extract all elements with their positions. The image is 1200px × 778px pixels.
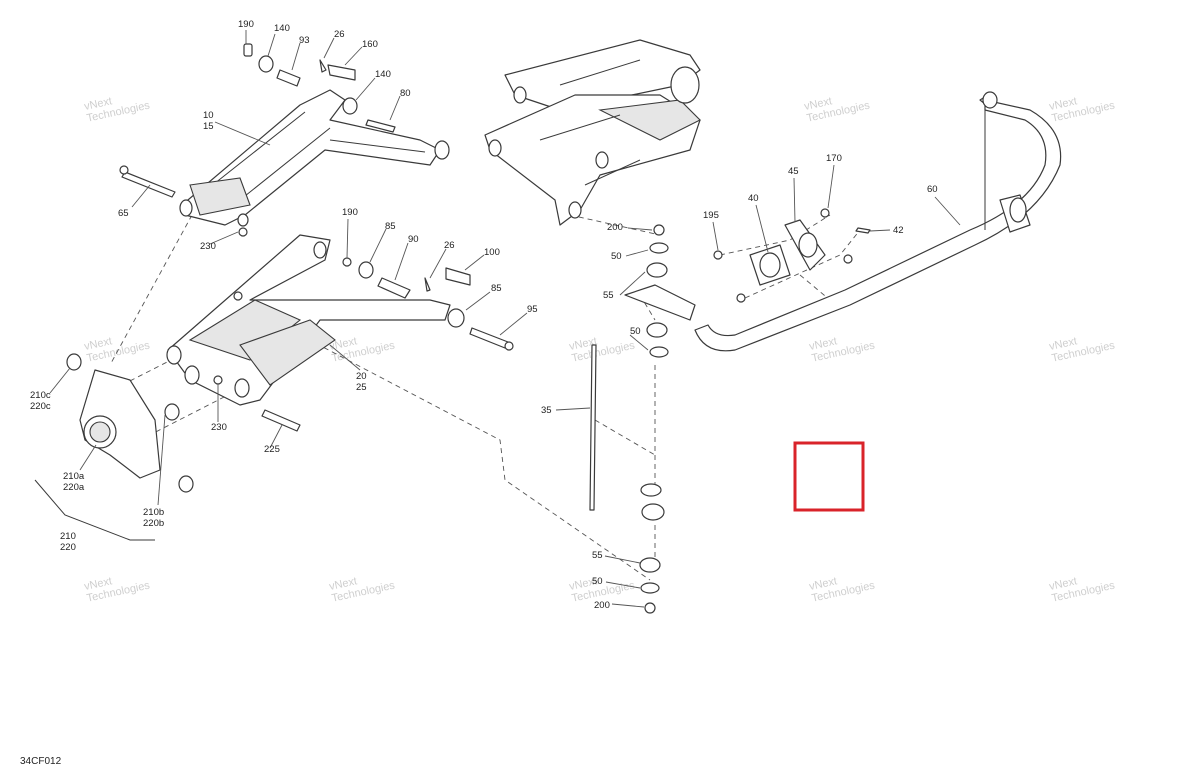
callout-195: 195 <box>703 210 719 221</box>
watermark-line-1: vNext <box>803 95 833 113</box>
callout-210: 210 <box>60 531 76 542</box>
callout-50-b: 50 <box>630 326 641 337</box>
watermark-line-1: vNext <box>1048 95 1078 113</box>
callout-50-c: 50 <box>592 576 603 587</box>
upper-a-arm <box>179 89 450 227</box>
callout-25: 25 <box>356 382 367 393</box>
watermark-line-1: vNext <box>83 575 113 593</box>
callout-225: 225 <box>264 444 280 455</box>
sway-bar-link <box>589 224 696 614</box>
callout-40: 40 <box>748 193 759 204</box>
callout-20: 20 <box>356 371 367 382</box>
watermark-line-1: vNext <box>568 575 598 593</box>
callout-220b: 220b <box>143 518 164 529</box>
highlight-box <box>793 441 865 512</box>
callout-60: 60 <box>927 184 938 195</box>
watermark-line-1: vNext <box>1048 575 1078 593</box>
callout-160: 160 <box>362 39 378 50</box>
diagram-code: 34CF012 <box>20 756 62 767</box>
callout-15: 15 <box>203 121 214 132</box>
watermark-line-1: vNext <box>83 95 113 113</box>
callout-26-b: 26 <box>444 240 455 251</box>
watermark-line-1: vNext <box>1048 335 1078 353</box>
callout-65: 65 <box>118 208 129 219</box>
callout-50: 50 <box>611 251 622 262</box>
callout-85: 85 <box>385 221 396 232</box>
callout-190: 190 <box>238 19 254 30</box>
watermark-line-1: vNext <box>808 335 838 353</box>
sway-bar <box>694 91 1062 352</box>
callout-35: 35 <box>541 405 552 416</box>
watermark-line-1: vNext <box>83 335 113 353</box>
callout-210b: 210b <box>143 507 164 518</box>
watermark-line-1: vNext <box>328 335 358 353</box>
complete-assembly-view <box>484 39 701 226</box>
callout-90: 90 <box>408 234 419 245</box>
callout-93: 93 <box>299 35 310 46</box>
lower-a-arm <box>166 234 451 406</box>
callout-200: 200 <box>607 222 623 233</box>
callout-85-b: 85 <box>491 283 502 294</box>
callout-80: 80 <box>400 88 411 99</box>
callout-230-b: 230 <box>211 422 227 433</box>
callout-100: 100 <box>484 247 500 258</box>
callout-220a: 220a <box>63 482 85 493</box>
callout-55: 55 <box>603 290 614 301</box>
callout-220c: 220c <box>30 401 51 412</box>
watermark-line-1: vNext <box>328 575 358 593</box>
knuckle-assembly <box>34 353 194 541</box>
assembly-dashed-lines <box>109 214 861 581</box>
callout-230: 230 <box>200 241 216 252</box>
sway-bar-bushing-clamp <box>713 208 871 303</box>
upper-arm-hardware <box>119 43 396 237</box>
watermark-line-1: vNext <box>568 335 598 353</box>
callout-95: 95 <box>527 304 538 315</box>
callout-55-b: 55 <box>592 550 603 561</box>
callout-190-b: 190 <box>342 207 358 218</box>
callout-200-b: 200 <box>594 600 610 611</box>
leader-lines <box>49 30 961 608</box>
part-labels: 190 140 93 26 160 140 80 10 15 65 230 19… <box>30 19 938 611</box>
callout-210a: 210a <box>63 471 85 482</box>
lower-arm-hardware <box>213 257 514 432</box>
callout-140-b: 140 <box>375 69 391 80</box>
callout-140: 140 <box>274 23 290 34</box>
callout-26: 26 <box>334 29 345 40</box>
callout-210c: 210c <box>30 390 51 401</box>
callout-170: 170 <box>826 153 842 164</box>
callout-45: 45 <box>788 166 799 177</box>
callout-10: 10 <box>203 110 214 121</box>
callout-220: 220 <box>60 542 76 553</box>
callout-42: 42 <box>893 225 904 236</box>
watermark-line-1: vNext <box>808 575 838 593</box>
